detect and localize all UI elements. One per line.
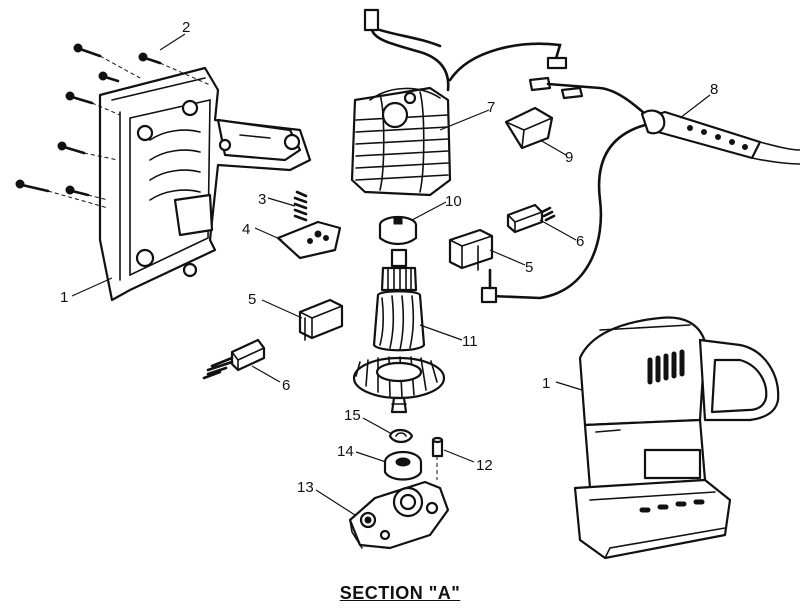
screw — [15, 179, 50, 193]
callout-1-housing-left: 1 — [60, 289, 68, 306]
callout-14-bearing: 14 — [337, 443, 354, 460]
callout-numbers: 2 3 4 1 7 8 9 10 6 5 5 6 11 1 15 14 12 1… — [60, 19, 718, 496]
leader-lines — [71, 33, 711, 516]
callout-1-housing-right: 1 — [542, 375, 550, 392]
brush-left — [202, 338, 266, 380]
bearing — [383, 450, 423, 481]
brush-holder-right — [448, 228, 494, 271]
power-cord — [480, 109, 800, 304]
screw — [57, 141, 86, 155]
callout-12-pin: 12 — [476, 457, 493, 474]
section-title: SECTION "A" — [0, 583, 800, 604]
housing-half-left — [98, 66, 312, 302]
section-title-text: SECTION "A" — [339, 583, 461, 603]
bearing-plate — [348, 480, 450, 550]
screw — [98, 71, 120, 83]
callout-3-spring: 3 — [258, 191, 266, 208]
spring — [293, 190, 308, 222]
pin — [431, 436, 444, 480]
brush-holder-left — [298, 298, 344, 341]
callout-9-switch: 9 — [565, 149, 573, 166]
brush-holder-clip — [276, 220, 342, 260]
callout-7-field-coil: 7 — [487, 99, 495, 116]
retaining-ring — [388, 428, 414, 444]
field-coil — [350, 8, 568, 197]
callout-5-brush-holder-right: 5 — [525, 259, 533, 276]
callout-8-cord: 8 — [710, 81, 718, 98]
baffle — [378, 215, 418, 246]
callout-5-brush-holder-left: 5 — [248, 291, 256, 308]
callout-6-brush-left: 6 — [282, 377, 290, 394]
screws — [15, 43, 211, 209]
callout-10-baffle: 10 — [445, 193, 462, 210]
callout-2-screws: 2 — [182, 19, 190, 36]
switch — [504, 76, 652, 150]
screw — [73, 43, 102, 58]
screw — [65, 91, 94, 105]
brush-right — [506, 203, 556, 234]
callout-4-brush-holder-clip: 4 — [242, 221, 250, 238]
screw — [138, 52, 162, 65]
callout-13-bearing-plate: 13 — [297, 479, 314, 496]
callout-11-armature: 11 — [462, 333, 478, 350]
screw — [65, 185, 90, 197]
callout-15-retaining-ring: 15 — [344, 407, 361, 424]
assembled-sander — [573, 316, 780, 560]
callout-6-brush-right: 6 — [576, 233, 584, 250]
armature — [352, 248, 446, 414]
